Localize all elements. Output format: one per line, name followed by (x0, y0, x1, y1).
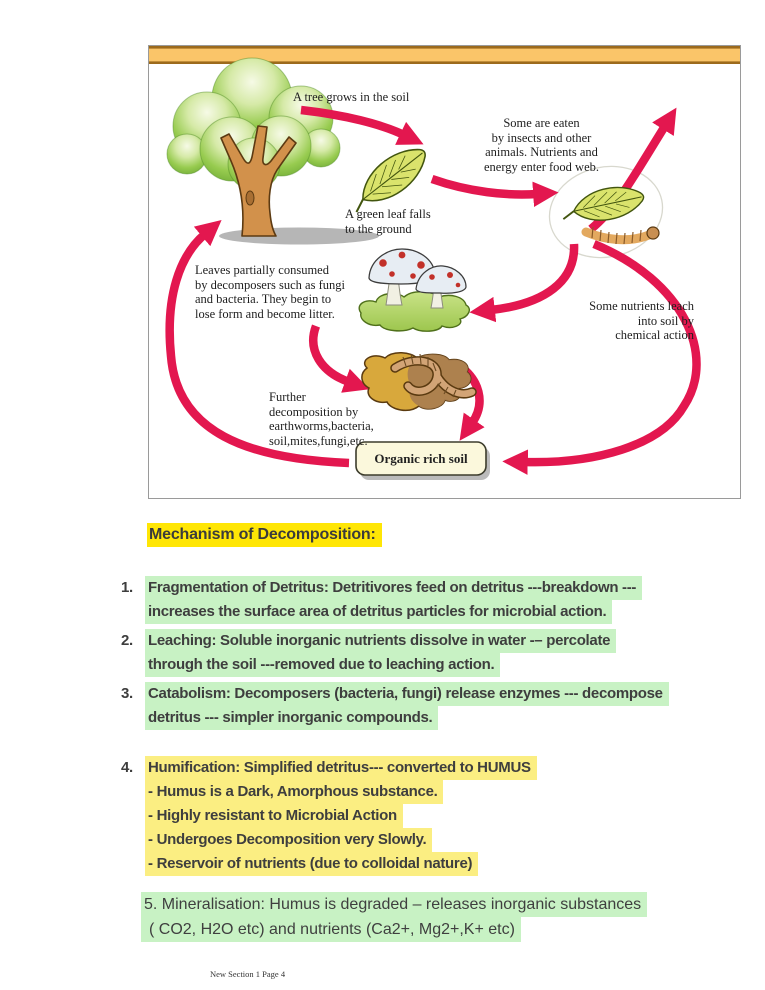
label-some-eaten: Some are eaten by insects and other anim… (483, 116, 599, 174)
item-number: 3. (121, 685, 133, 702)
section-heading: Mechanism of Decomposition: (147, 523, 382, 547)
item-line: - Undergoes Decomposition very Slowly. (145, 828, 433, 852)
item-line: - Humus is a Dark, Amorphous substance. (145, 780, 444, 804)
item-line: - Reservoir of nutrients (due to colloid… (145, 852, 479, 876)
tree-illustration (166, 57, 379, 245)
item-line: 5. Mineralisation: Humus is degraded – r… (141, 892, 648, 917)
item-number: 2. (121, 632, 133, 649)
mushrooms-illustration (358, 248, 470, 332)
cycle-arrows (165, 105, 701, 475)
item-line: ( CO2, H2O etc) and nutrients (Ca2+, Mg2… (141, 917, 521, 942)
decomposition-cycle-figure: A tree grows in the soil Some are eaten … (148, 45, 741, 499)
item-line: through the soil ---removed due to leach… (145, 653, 501, 677)
organic-rich-soil-box (355, 441, 490, 480)
item-line: Fragmentation of Detritus: Detritivores … (145, 576, 643, 600)
item-number: 1. (121, 579, 133, 596)
list-item-leaching: 2. Leaching: Soluble inorganic nutrients… (121, 629, 669, 677)
item-number: 4. (121, 759, 133, 776)
list-item-mineralisation: 5. Mineralisation: Humus is degraded – r… (141, 892, 669, 942)
arrow-tree-to-leaf (300, 105, 424, 145)
item-line: Humification: Simplified detritus--- con… (145, 756, 537, 780)
earthworm-illustration (361, 352, 477, 412)
item-line: Catabolism: Decomposers (bacteria, fungi… (145, 682, 669, 706)
label-nutrients-leach: Some nutrients leach into soil by chemic… (589, 299, 694, 342)
arrow-soil-to-tree (165, 220, 350, 468)
list-item-fragmentation: 1. Fragmentation of Detritus: Detritivor… (121, 576, 669, 624)
arrow-leaf-to-insects (430, 174, 559, 207)
item-line: detritus --- simpler inorganic compounds… (145, 706, 439, 730)
figure-header-bar (149, 46, 740, 64)
arrow-litter-to-worms (309, 324, 370, 393)
decomposition-cycle-illustration (149, 46, 740, 480)
label-organic-rich-soil: Organic rich soil (374, 451, 468, 466)
label-leaf-falls: A green leaf falls to the ground (345, 207, 431, 236)
arrow-leach-to-soil (502, 240, 701, 475)
item-line: Leaching: Soluble inorganic nutrients di… (145, 629, 617, 653)
notes-list: 1. Fragmentation of Detritus: Detritivor… (121, 576, 669, 947)
section-heading-text: Mechanism of Decomposition: (147, 523, 382, 547)
green-leaf-illustration (355, 148, 426, 213)
label-tree-grows: A tree grows in the soil (293, 90, 410, 104)
arrow-to-decomposers (469, 243, 579, 323)
list-item-humification: 4. Humification: Simplified detritus--- … (121, 756, 669, 876)
page-footer: New Section 1 Page 4 (210, 969, 286, 979)
caterpillar-leaf-illustration (562, 186, 660, 245)
item-line: increases the surface area of detritus p… (145, 600, 613, 624)
label-leaves-consumed: Leaves partially consumed by decomposers… (195, 263, 345, 321)
item-line: - Highly resistant to Microbial Action (145, 804, 403, 828)
label-further-decomposition: Further decomposition by earthworms,bact… (269, 390, 374, 448)
list-item-catabolism: 3. Catabolism: Decomposers (bacteria, fu… (121, 682, 669, 730)
